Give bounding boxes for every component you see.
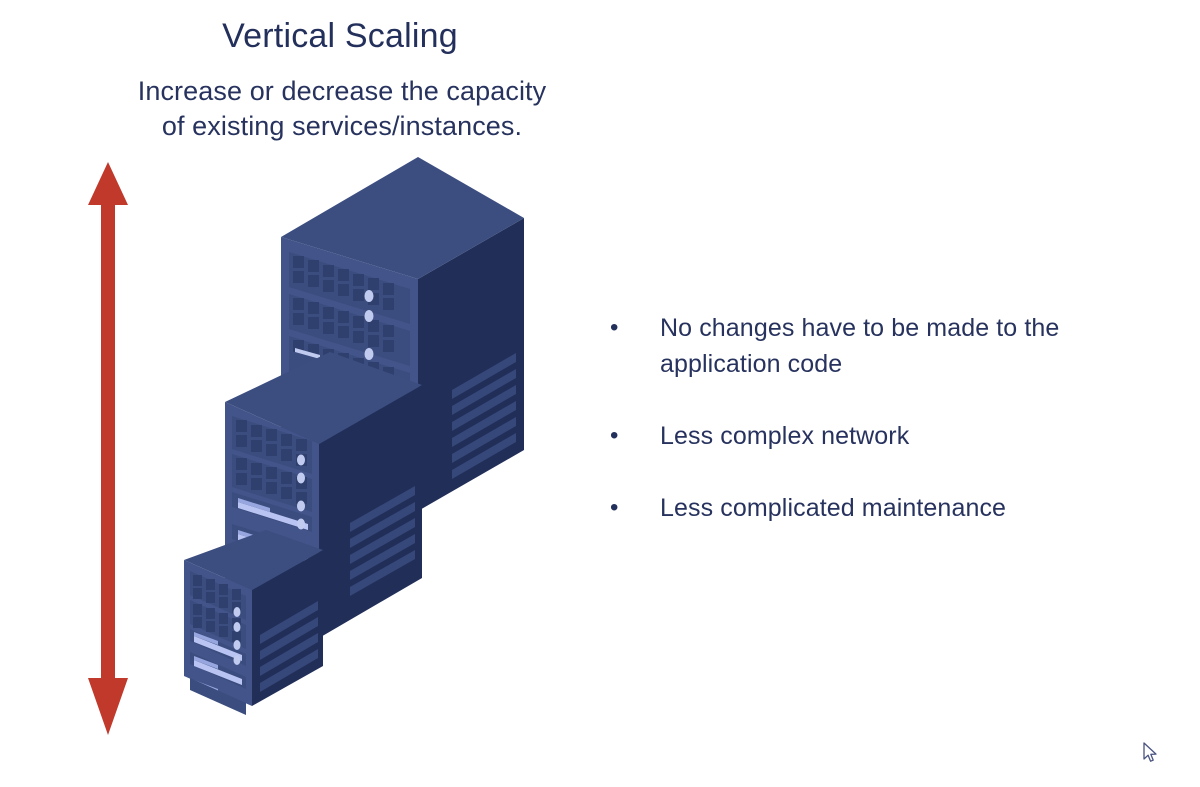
list-item: • Less complex network: [604, 418, 1170, 454]
subtitle-line-2: of existing services/instances.: [161, 111, 523, 141]
small-server-side-vents: [260, 601, 318, 692]
bullet-marker-icon: •: [610, 494, 619, 521]
vertical-double-arrow-icon: [88, 162, 128, 735]
bullet-marker-icon: •: [610, 422, 619, 449]
bullet-list: • No changes have to be made to the appl…: [604, 310, 1170, 526]
bullet-text: Less complex network: [660, 422, 910, 450]
bullet-text: Less complicated maintenance: [660, 494, 1007, 522]
small-server-leds: [233, 607, 241, 665]
servers-illustration-svg: [88, 157, 524, 735]
medium-server-leds: [297, 454, 305, 530]
large-server-leds: [364, 290, 374, 360]
page-subtitle: Increase or decrease the capacity of exi…: [0, 74, 684, 144]
large-server-side-vents: [452, 353, 516, 479]
list-item: • Less complicated maintenance: [604, 490, 1170, 526]
bullet-marker-icon: •: [610, 314, 619, 341]
list-item: • No changes have to be made to the appl…: [604, 310, 1170, 382]
illustration-container: [70, 148, 560, 748]
subtitle-line-1: Increase or decrease the capacity: [137, 76, 547, 106]
medium-server-side-vents: [350, 486, 415, 596]
small-server: [184, 530, 323, 715]
page-title: Vertical Scaling: [222, 17, 458, 55]
mouse-pointer-icon: [1143, 742, 1159, 764]
bullet-text: No changes have to be made to the applic…: [660, 314, 1060, 378]
small-server-front-panel: [190, 571, 246, 715]
